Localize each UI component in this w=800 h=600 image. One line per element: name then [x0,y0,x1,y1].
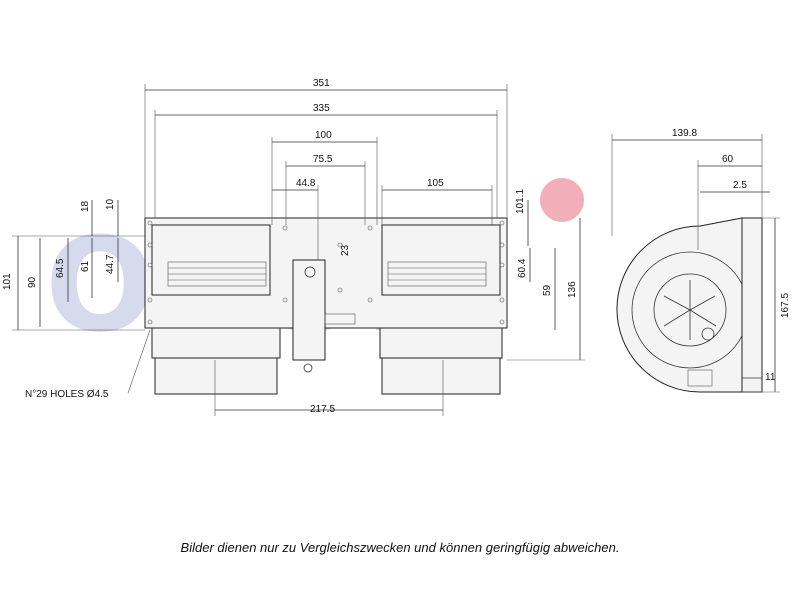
right-scroll-lower [381,357,501,395]
dim-139-8: 139.8 [672,128,697,139]
dim-90: 90 [27,276,38,288]
dim-60: 60 [722,154,734,165]
dim-167-5: 167.5 [780,293,791,318]
connector [324,313,356,325]
dim-23: 23 [340,244,351,256]
dim-59: 59 [542,284,553,296]
dim-101-1: 101.1 [515,189,526,214]
dim-44-8: 44.8 [296,178,316,189]
dim-105: 105 [427,178,444,189]
dim-100: 100 [315,130,332,141]
watermark-dot [540,178,584,222]
holes-note: N°29 HOLES Ø4.5 [25,389,109,400]
side-view: 139.8 60 2.5 167.5 11 [611,128,791,393]
dim-18: 18 [80,200,91,212]
dim-61: 61 [80,260,91,272]
left-outlet [151,224,271,296]
front-view: 351 335 100 75.5 44.8 105 217.5 101 90 6 [2,78,585,416]
dim-335: 335 [313,103,330,114]
dim-64-5: 64.5 [55,258,66,278]
dim-10: 10 [105,198,116,210]
left-scroll-lower [154,357,278,395]
dim-351: 351 [313,78,330,89]
scroll-housing [616,217,743,393]
dim-11: 11 [765,372,776,383]
fan-blades [663,280,717,340]
dim-136: 136 [567,281,578,298]
mounting-holes [147,220,505,325]
right-scroll-housing [379,327,503,359]
side-flange [741,217,763,393]
dim-44-7: 44.7 [105,254,116,274]
right-outlet [381,224,501,296]
dim-75-5: 75.5 [313,154,333,165]
motor-bracket [292,259,326,361]
dim-101: 101 [2,273,13,290]
left-scroll-housing [151,327,281,359]
dim-217-5: 217.5 [310,404,335,415]
dim-60-4: 60.4 [517,258,528,278]
dim-2-5: 2.5 [733,180,747,191]
side-connector [687,369,713,387]
disclaimer-text: Bilder dienen nur zu Vergleichszwecken u… [180,540,620,555]
